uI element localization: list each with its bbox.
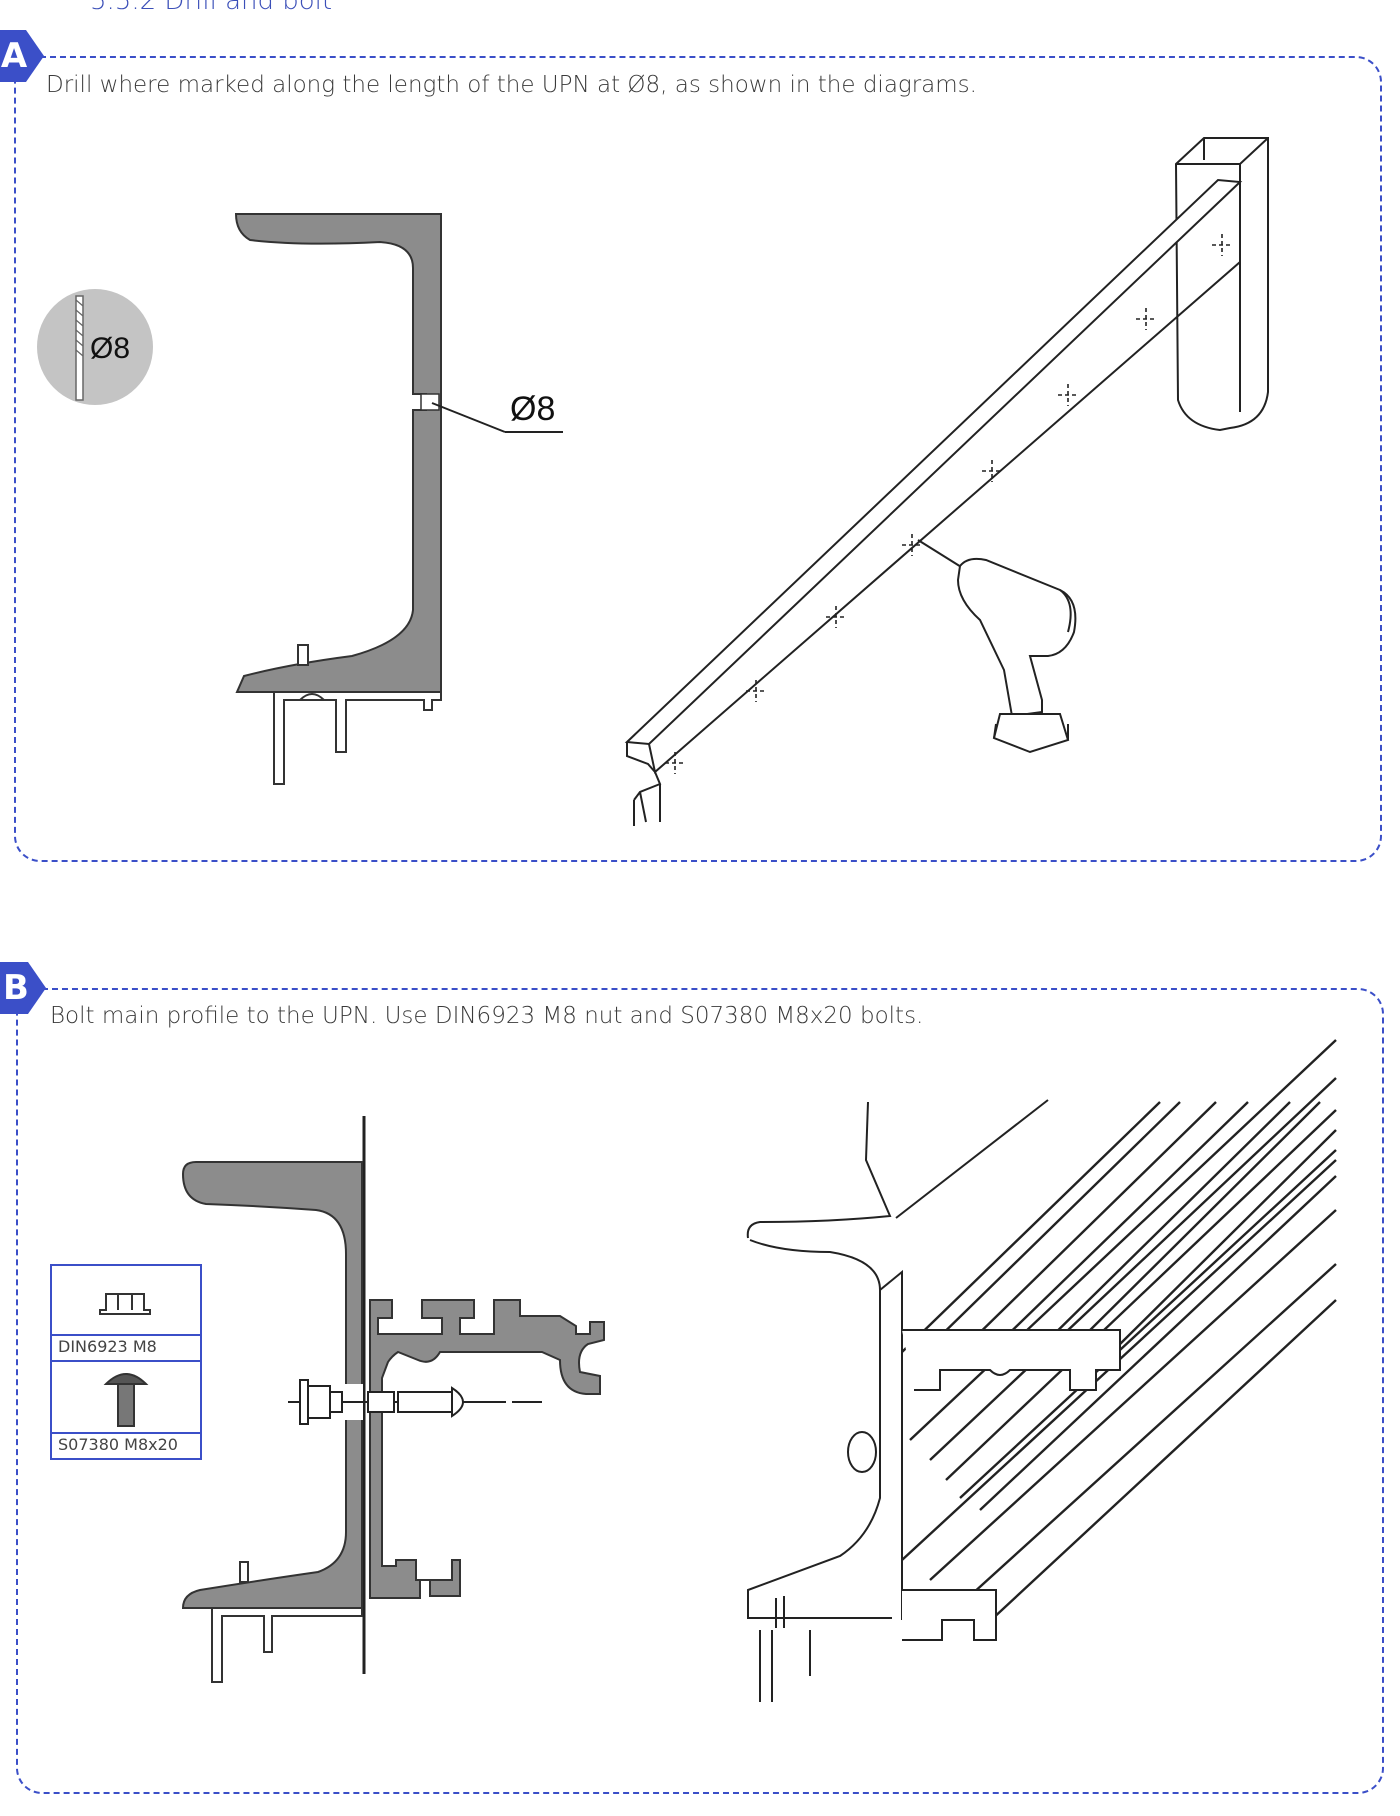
step-a-instruction: Drill where marked along the length of t… (46, 72, 977, 98)
part-label-bolt: S07380 M8x20 (52, 1432, 200, 1458)
flange-nut-icon (99, 1293, 151, 1315)
step-b-panel (16, 988, 1384, 1794)
profile-isometric-b (746, 1039, 1337, 1702)
drill-bit-icon: Ø8 (37, 289, 153, 405)
upn-cross-section-b (181, 1116, 605, 1683)
button-head-bolt-icon (103, 1373, 149, 1427)
step-a-letter: A (0, 36, 28, 76)
drill-bit-label: Ø8 (90, 332, 130, 365)
part-flange-nut: DIN6923 M8 (52, 1266, 200, 1362)
step-b-badge: B (0, 962, 48, 1014)
part-button-bolt: S07380 M8x20 (52, 1362, 200, 1458)
section-title: 5.5.2 Drill and bolt (90, 0, 333, 16)
upn-isometric-a (624, 137, 1269, 826)
step-b-instruction: Bolt main profile to the UPN. Use DIN692… (50, 1003, 924, 1029)
step-a-badge: A (0, 30, 46, 82)
parts-list: DIN6923 M8 S07380 M8x20 (50, 1264, 202, 1460)
step-b-letter: B (3, 968, 29, 1008)
part-label-nut: DIN6923 M8 (52, 1334, 200, 1360)
hole-diameter-label: Ø8 (510, 390, 555, 428)
step-a-panel (14, 56, 1382, 862)
upn-cross-section-a: Ø8 (234, 213, 563, 785)
